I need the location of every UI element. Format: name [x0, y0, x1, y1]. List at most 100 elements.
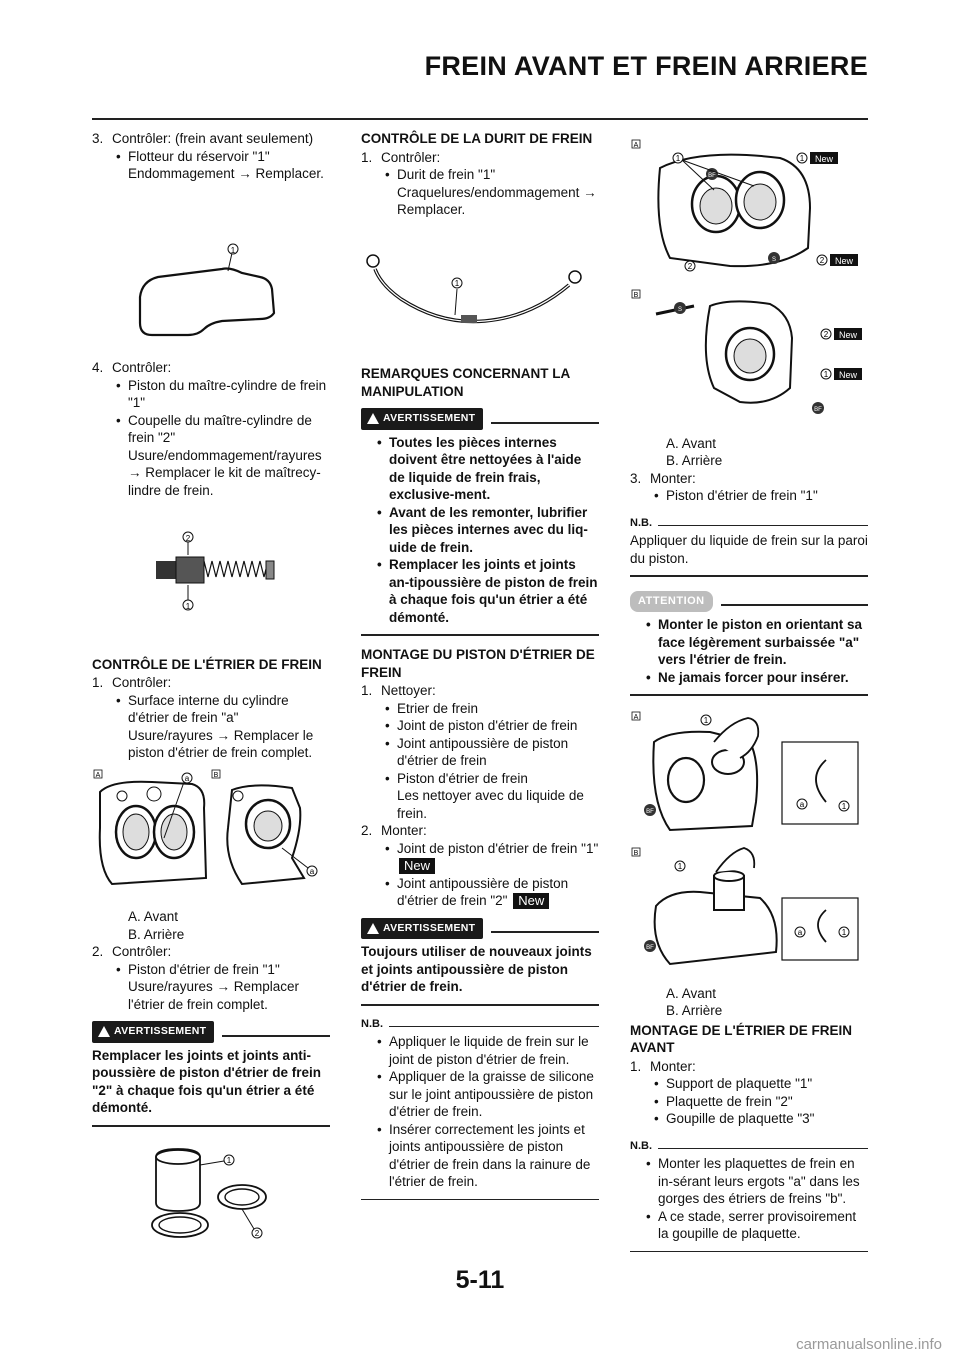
- bullet: Joint antipoussière de piston d'étrier d…: [361, 875, 599, 910]
- divider: [630, 575, 868, 577]
- divider: [720, 604, 868, 607]
- warning-badge: AVERTISSEMENT: [361, 408, 484, 430]
- page-number: 5-11: [455, 1266, 505, 1294]
- callout-1: 1: [678, 862, 683, 871]
- new-badge: New: [839, 330, 858, 340]
- s-mark: S: [772, 257, 776, 263]
- column-2: CONTRÔLE DE LA DURIT DE FREIN 1.Contrôle…: [361, 130, 599, 1200]
- section-title-piston-install: MONTAGE DU PISTON D'ÉTRIER DE FREIN: [361, 647, 595, 680]
- new-badge: New: [835, 256, 854, 266]
- callout-1: 1: [704, 716, 709, 725]
- bf-mark: BF: [646, 809, 654, 815]
- warning-triangle-icon: [367, 922, 379, 934]
- callout-a: a: [798, 928, 803, 937]
- warning-header: AVERTISSEMENT: [361, 408, 599, 430]
- section-title-caliper-check: CONTRÔLE DE L'ÉTRIER DE FREIN: [92, 656, 322, 672]
- s-mark: S: [678, 307, 682, 313]
- callout-2: 2: [824, 330, 829, 339]
- callout-1: 1: [842, 928, 847, 937]
- bullet: Piston d'étrier de frein "1": [92, 961, 330, 979]
- figure-label-b: B: [634, 850, 639, 857]
- bullet-detail: Usure/endommagement/rayures → Remplacer …: [128, 447, 322, 498]
- caption-b: B. Arrière: [666, 453, 723, 468]
- column-1: 3.Contrôler: (frein avant seulement) Flo…: [92, 130, 330, 1253]
- divider: [222, 1034, 330, 1037]
- callout-1: 1: [800, 154, 805, 163]
- caption-a: A. Avant: [128, 909, 179, 924]
- callout-1: 1: [676, 154, 681, 163]
- attention-text: Monter le piston en orientant sa face lé…: [630, 616, 868, 686]
- note-text: Appliquer du liquide de frein sur la par…: [630, 533, 868, 566]
- bf-mark: BF: [646, 945, 654, 951]
- bullet: Etrier de frein: [361, 700, 599, 718]
- bf-mark: BF: [814, 407, 822, 413]
- step-1: 1.Nettoyer:: [361, 683, 436, 698]
- figure-label-b: B: [214, 772, 219, 779]
- bullet: Plaquette de frein "2": [630, 1093, 868, 1111]
- new-badge: New: [815, 154, 834, 164]
- bullet-detail: Les nettoyer avec du liquide de frein.: [397, 788, 584, 821]
- note-bullet: A ce stade, serrer provisoirement la gou…: [630, 1208, 868, 1243]
- step-1: 1.Contrôler:: [361, 149, 441, 165]
- step-4: 4.Contrôler:: [92, 360, 172, 375]
- warning-triangle-icon: [98, 1026, 110, 1038]
- divider: [630, 1250, 868, 1252]
- caption-a: A. Avant: [666, 985, 717, 1001]
- step-3: 3.Monter:: [630, 470, 696, 486]
- figure-reservoir-float: 1: [92, 189, 330, 354]
- new-badge: New: [839, 370, 858, 380]
- section-title-front-caliper-install: MONTAGE DE L'ÉTRIER DE FREIN AVANT: [630, 1022, 852, 1056]
- bullet: Piston du maître-cylindre de frein "1": [92, 377, 330, 412]
- bullet: Piston d'étrier de frein: [361, 770, 599, 788]
- bullet-detail: Craquelures/endommagement → Remplacer.: [397, 184, 597, 218]
- caption-b: B. Arrière: [666, 1003, 723, 1018]
- warning-text: Toutes les pièces internes doivent être …: [361, 434, 599, 627]
- bullet: Joint de piston d'étrier de frein: [361, 717, 599, 735]
- bullet: Joint de piston d'étrier de frein "1"New: [361, 840, 599, 875]
- warning-triangle-icon: [367, 413, 379, 425]
- section-title-handling: REMARQUES CONCERNANT LA MANIPULATION: [361, 366, 570, 399]
- step-2: 2.Contrôler:: [92, 944, 172, 959]
- callout-a: a: [800, 800, 805, 809]
- bullet: Surface interne du cylindre d'étrier de …: [92, 692, 330, 727]
- bullet: Goupille de plaquette "3": [630, 1110, 868, 1128]
- figure-caliper-pistons-seals: A BF S 1 1 New 2 2 New B: [630, 138, 868, 429]
- figure-label-a: A: [634, 142, 639, 149]
- callout-1: 1: [842, 802, 847, 811]
- divider: [361, 1198, 599, 1200]
- bullet: Support de plaquette "1": [630, 1075, 868, 1093]
- divider: [361, 634, 599, 636]
- figure-piston-and-seals: 1 2: [92, 1133, 330, 1248]
- note-bullet: Insérer correctement les joints et joint…: [361, 1121, 599, 1191]
- figure-label-b: B: [634, 292, 639, 299]
- bullet: Durit de frein "1": [361, 166, 599, 184]
- figure-label-a: A: [96, 772, 101, 779]
- note-bullet: Appliquer le liquide de frein sur le joi…: [361, 1033, 599, 1068]
- watermark: carmanualsonline.info: [796, 1336, 942, 1353]
- warning-text: Remplacer les joints et joints anti-pous…: [92, 1047, 322, 1116]
- divider: [491, 421, 599, 424]
- figure-piston-insertion: A BF 1 a 1 B BF 1: [630, 702, 868, 979]
- warning-header: AVERTISSEMENT: [92, 1021, 330, 1043]
- divider: [491, 931, 599, 934]
- bullet-detail: Usure/rayures → Remplacer le piston d'ét…: [128, 727, 314, 761]
- callout-2: 2: [820, 256, 825, 265]
- warning-header: AVERTISSEMENT: [361, 917, 599, 939]
- bullet: Piston d'étrier de frein "1": [630, 487, 868, 505]
- callout-1: 1: [186, 602, 191, 611]
- page-title: FREIN AVANT ET FREIN ARRIERE: [424, 51, 868, 81]
- new-badge: New: [399, 858, 436, 875]
- figure-label-a: A: [634, 714, 639, 721]
- callout-a: a: [185, 774, 190, 783]
- step-1: 1.Contrôler:: [92, 675, 172, 690]
- figure-caliper-cylinders: A B a a: [92, 768, 330, 903]
- warning-badge: AVERTISSEMENT: [92, 1021, 215, 1043]
- callout-1: 1: [455, 279, 460, 288]
- callout-2: 2: [688, 262, 693, 271]
- warning-text: Toujours utiliser de nouveaux joints et …: [361, 944, 592, 994]
- divider: [658, 524, 868, 526]
- header-rule: [92, 118, 868, 120]
- figure-master-cylinder-piston: 2 1: [92, 505, 330, 650]
- bullet: Joint antipoussière de piston d'étrier d…: [361, 735, 599, 770]
- bullet-detail: Usure/rayures → Remplacer l'étrier de fr…: [128, 979, 300, 1012]
